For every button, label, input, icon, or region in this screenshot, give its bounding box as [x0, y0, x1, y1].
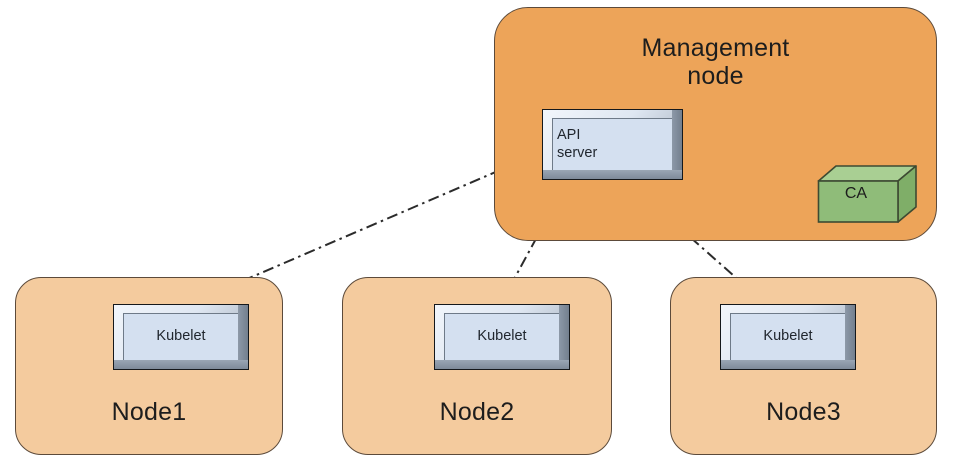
kubelet-2-label: Kubelet — [477, 328, 527, 345]
kubelet-1-box[interactable]: Kubelet — [113, 304, 249, 370]
kubelet-2-box[interactable]: Kubelet — [434, 304, 570, 370]
kubelet-1-label: Kubelet — [156, 328, 206, 345]
node1-title: Node1 — [111, 398, 187, 426]
node1-container[interactable]: Kubelet Node1 — [15, 277, 283, 455]
node3-container[interactable]: Kubelet Node3 — [670, 277, 937, 455]
management-node-container[interactable]: Management node API server CA — [494, 7, 937, 241]
api-server-box[interactable]: API server — [542, 109, 683, 180]
kubelet-1-bottom-bevel — [114, 360, 248, 369]
kubelet-2-right-bevel — [559, 305, 569, 369]
kubelet-1-right-bevel — [238, 305, 248, 369]
ca-cuboid-icon — [817, 165, 917, 223]
kubelet-3-right-bevel — [845, 305, 855, 369]
api-server-bottom-bevel — [543, 170, 682, 179]
ca-label: CA — [844, 185, 868, 202]
api-server-label: API server — [557, 127, 598, 161]
kubelet-3-bottom-bevel — [721, 360, 855, 369]
node2-title: Node2 — [439, 398, 515, 426]
ca-block[interactable]: CA — [817, 163, 917, 225]
node2-container[interactable]: Kubelet Node2 — [342, 277, 612, 455]
kubelet-3-label: Kubelet — [763, 328, 813, 345]
management-node-title: Management node — [641, 34, 790, 90]
kubelet-2-inner-face — [444, 313, 560, 361]
kubelet-3-box[interactable]: Kubelet — [720, 304, 856, 370]
api-server-inner-face — [552, 118, 673, 171]
node3-title: Node3 — [766, 398, 841, 426]
api-server-right-bevel — [672, 110, 682, 179]
kubelet-2-bottom-bevel — [435, 360, 569, 369]
